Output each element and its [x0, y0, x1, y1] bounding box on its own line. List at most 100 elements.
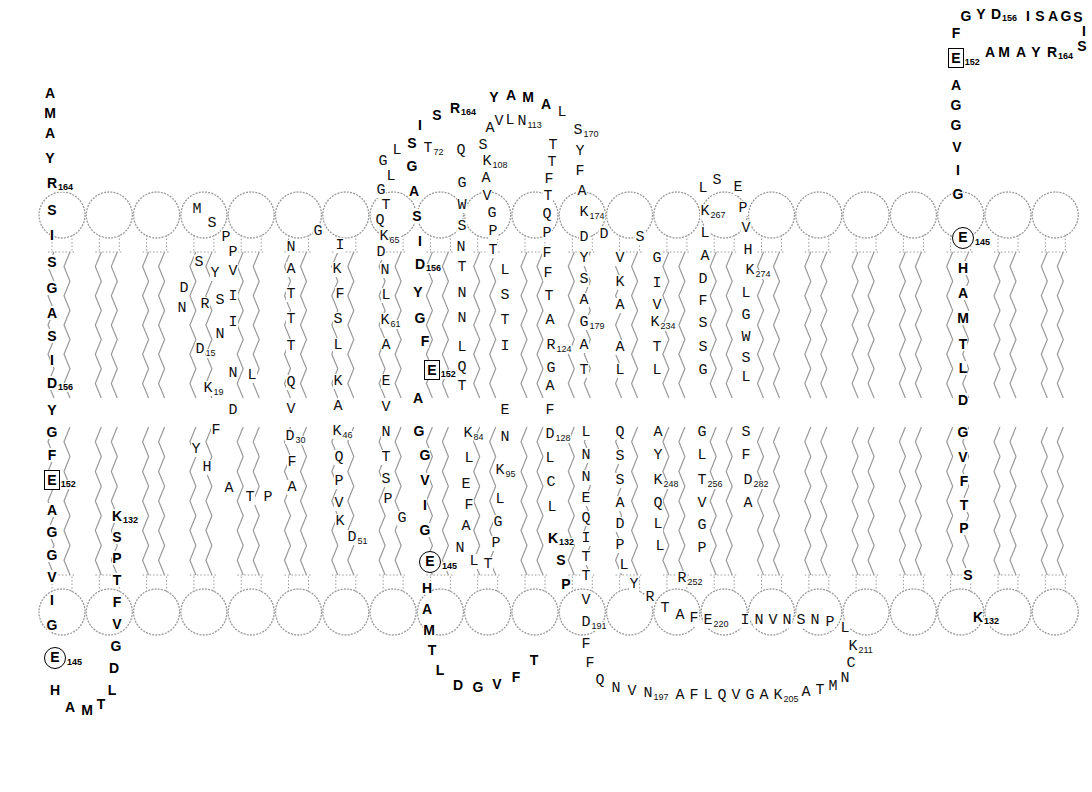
lipid-tail	[521, 252, 527, 398]
residue-letter: K	[653, 473, 662, 488]
residue-letter: D	[743, 473, 752, 488]
lipid-tail	[1057, 427, 1063, 575]
residue-letter: E	[44, 647, 66, 669]
lipid-tail	[237, 252, 243, 398]
residue-letter: S	[1073, 10, 1082, 24]
lipid-tail	[821, 252, 827, 398]
residue-letter: F	[585, 656, 594, 671]
lipid-tail	[774, 427, 780, 575]
residue-letter: S	[579, 272, 588, 287]
residue-letter: K	[380, 313, 389, 328]
residue-letter: P	[561, 577, 570, 591]
residue-letter: K	[332, 424, 341, 439]
residue-letter: F	[741, 448, 750, 463]
lipid-stem	[237, 575, 265, 592]
residue-letter: I	[228, 315, 237, 330]
residue-letter: Q	[334, 450, 343, 465]
residue-letter: S	[381, 472, 390, 487]
lipid-stem	[332, 575, 360, 592]
lipid-head	[323, 192, 369, 238]
residue-letter: M	[828, 679, 837, 694]
residue-letter: T	[500, 313, 509, 328]
lipid-head	[890, 589, 936, 635]
residue-letter: T	[547, 155, 556, 170]
residue-letter: V	[741, 221, 750, 236]
residue-letter: F	[543, 266, 552, 281]
residue-letter: Q	[595, 673, 604, 688]
lipid-head	[512, 589, 558, 635]
lipid-tail	[159, 427, 165, 575]
residue-number: 252	[688, 578, 703, 587]
residue-letter: F	[113, 595, 122, 609]
lipid-head	[938, 589, 984, 635]
residue-letter: I	[1026, 9, 1030, 23]
residue-letter: Q	[286, 375, 295, 390]
residue-letter: L	[655, 539, 664, 554]
residue-letter: Y	[489, 90, 498, 104]
residue-number: 205	[784, 695, 799, 704]
residue-number: 170	[584, 130, 599, 139]
residue-letter: F	[48, 448, 57, 462]
residue-number: 152	[61, 480, 76, 489]
residue-letter: V	[112, 617, 121, 631]
residue-letter: L	[615, 363, 624, 378]
residue-letter: G	[313, 224, 322, 239]
lipid-head	[654, 589, 700, 635]
lipid-tail	[474, 252, 480, 398]
residue-letter: V	[334, 496, 343, 511]
residue-letter: N	[810, 613, 819, 628]
residue-letter: G	[47, 425, 58, 439]
residue-letter: G	[420, 448, 431, 462]
residue-letter: P	[112, 551, 121, 565]
lipid-tail	[1041, 427, 1047, 575]
residue-letter: D	[991, 7, 1001, 21]
residue-letter: S	[207, 216, 216, 231]
lipid-tail	[805, 252, 811, 398]
residue-number: 61	[391, 320, 401, 329]
residue-letter: R	[677, 571, 686, 586]
residue-letter: Q	[457, 360, 466, 375]
lipid-stem	[710, 575, 738, 592]
residue-letter: L	[500, 263, 509, 278]
lipid-tail	[348, 427, 354, 575]
residue-letter: A	[409, 184, 419, 198]
residue-letter: G	[953, 187, 964, 201]
residue-number: 84	[474, 433, 484, 442]
residue-letter: S	[635, 230, 644, 245]
lipid-tail	[206, 427, 212, 575]
residue-letter: R	[450, 101, 460, 115]
lipid-stem	[474, 575, 502, 592]
lipid-head	[181, 589, 227, 635]
residue-number: 197	[654, 693, 669, 702]
lipid-stem	[190, 235, 218, 252]
residue-letter: I	[50, 593, 54, 607]
residue-letter: L	[741, 286, 750, 301]
residue-letter: A	[485, 121, 494, 136]
lipid-tail	[95, 252, 101, 398]
residue-letter: S	[1035, 9, 1044, 23]
residue-letter: T	[543, 189, 552, 204]
residue-letter: Y	[210, 266, 219, 281]
residue-number: 156	[58, 383, 73, 392]
residue-letter: G	[47, 548, 58, 562]
residue-letter: V	[952, 140, 961, 154]
residue-letter: S	[112, 530, 121, 544]
residue-letter: T	[113, 573, 122, 587]
residue-letter: L	[653, 517, 662, 532]
lipid-stem	[994, 575, 1022, 592]
residue-letter: L	[457, 340, 466, 355]
residue-number: 15	[206, 349, 216, 358]
residue-letter: P	[959, 521, 968, 535]
residue-letter: N	[456, 240, 465, 255]
residue-letter: A	[743, 496, 752, 511]
residue-letter: F	[335, 287, 344, 302]
residue-letter: S	[615, 449, 624, 464]
residue-letter: F	[689, 611, 698, 626]
residue-letter: A	[545, 379, 554, 394]
residue-number: 132	[984, 617, 999, 626]
residue-letter: G	[415, 311, 426, 325]
lipid-head	[465, 589, 511, 635]
residue-letter: G	[579, 315, 588, 330]
residue-number: 274	[756, 270, 771, 279]
residue-letter: H	[50, 683, 60, 697]
